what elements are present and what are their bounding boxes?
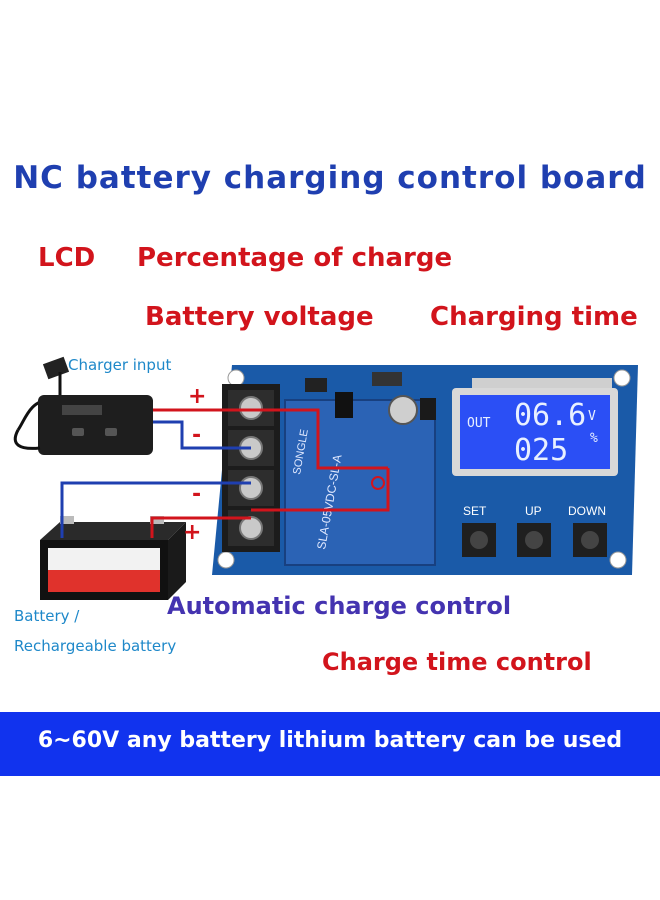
plus-sign-bottom: + <box>183 520 202 545</box>
automatic-charge-control-label: Automatic charge control <box>167 592 512 620</box>
charger-icon <box>13 356 153 455</box>
charging-time-label: Charging time <box>430 302 638 332</box>
lcd-percent-unit: % <box>590 431 598 446</box>
relay: SONGLE SLA-05VDC-SL-A <box>284 399 436 566</box>
page-title: NC battery charging control board <box>13 160 647 196</box>
banner-text: 6~60V any battery lithium battery can be… <box>37 728 623 753</box>
lcd-display: OUT 06.6 V 025 % <box>452 388 618 476</box>
up-button-label: UP <box>525 504 542 518</box>
voltage-label: Battery voltage <box>145 302 374 332</box>
down-button-label: DOWN <box>568 504 606 518</box>
percentage-label: Percentage of charge <box>137 243 453 273</box>
lcd-label: LCD <box>38 243 96 273</box>
minus-sign-top: - <box>192 423 202 448</box>
lcd-voltage-unit: V <box>588 409 596 424</box>
battery-icon <box>40 516 186 600</box>
charge-time-control-label: Charge time control <box>322 648 592 676</box>
wires <box>60 408 390 538</box>
battery-label: Battery / <box>14 607 80 625</box>
lcd-out-text: OUT <box>467 416 491 431</box>
minus-sign-bottom: - <box>192 482 202 507</box>
lcd-voltage-value: 06.6 <box>514 398 586 433</box>
plus-sign-top: + <box>188 384 207 409</box>
lcd-percent-value: 025 <box>514 433 568 468</box>
bottom-banner <box>0 712 660 776</box>
rechargeable-battery-label: Rechargeable battery <box>14 637 177 655</box>
board-buttons: SET UP DOWN <box>462 504 607 557</box>
charger-input-label: Charger input <box>68 356 172 374</box>
set-button-label: SET <box>463 504 487 518</box>
